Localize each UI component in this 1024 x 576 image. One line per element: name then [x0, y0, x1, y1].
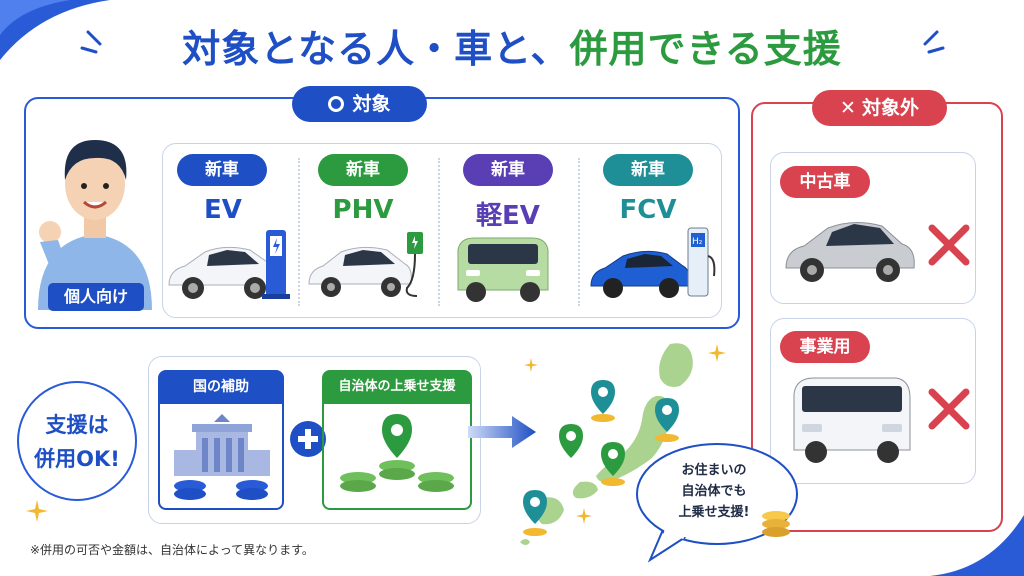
bubble-line-2: 自治体でも: [681, 484, 747, 499]
local-coins-with-pin-icon: [340, 414, 454, 492]
page-title: 対象となる人・車と、併用できる支援: [0, 18, 1024, 73]
sparkle-lines-left-icon: [80, 30, 102, 54]
map-pin-icon-5: [523, 490, 547, 536]
car-badge-kei-ev: 新車: [463, 154, 553, 186]
svg-text:H₂: H₂: [692, 237, 703, 247]
map-pin-icon-4: [601, 442, 625, 486]
car-divider-1: [298, 158, 300, 306]
car-image-kei-ev: [457, 237, 549, 302]
car-image-fcv: [590, 250, 690, 298]
bubble-line-1: お住まいの: [681, 463, 747, 478]
used-car-box: [770, 152, 976, 304]
car-image-ev: [168, 246, 278, 299]
excluded-label: 対象外: [861, 97, 919, 119]
not-eligible-x-icon-business: [928, 388, 970, 430]
excluded-label-pill: ✕対象外: [812, 90, 947, 126]
business-car-badge: 事業用: [780, 331, 870, 363]
combo-text-2: 併用OK!: [34, 447, 120, 471]
local-subsidy-header: 自治体の上乗せ支援: [322, 370, 472, 404]
person-label: 個人向け: [48, 283, 144, 311]
sparkle-icon-map-2: [524, 358, 538, 372]
car-badge-ev: 新車: [177, 154, 267, 186]
speech-bubble-text: お住まいの 自治体でも 上乗せ支援!: [648, 460, 780, 523]
target-label: 対象: [352, 93, 391, 115]
sparkle-lines-right-icon: [923, 30, 945, 54]
coin-stack-icon: [762, 511, 790, 537]
car-divider-2: [438, 158, 440, 306]
support-panel: [148, 356, 481, 524]
government-building-icon: [174, 414, 270, 500]
person-illustration: [38, 140, 152, 310]
charger-icon-ev: [262, 230, 290, 299]
map-pin-icon-3: [559, 424, 583, 458]
national-subsidy-header: 国の補助: [158, 370, 284, 404]
car-image-phv: [308, 246, 412, 297]
bubble-line-3: 上乗せ支援!: [678, 505, 750, 520]
footnote: ※併用の可否や金額は、自治体によって異なります。: [30, 543, 314, 557]
car-divider-3: [578, 158, 580, 306]
car-badge-fcv: 新車: [603, 154, 693, 186]
car-badge-phv: 新車: [318, 154, 408, 186]
cars-inner-panel: [162, 143, 722, 318]
plug-icon-phv: [405, 232, 423, 297]
sparkle-icon-map-3: [576, 508, 592, 524]
arrow-right-icon: [468, 416, 536, 448]
national-subsidy-box: [158, 404, 284, 510]
combo-text-1: 支援は: [45, 413, 109, 437]
corner-decoration-top-left: [0, 0, 110, 60]
map-pin-icon-2: [655, 398, 679, 442]
sparkle-icon-left: [26, 500, 48, 522]
corner-decoration-bottom-right: [930, 515, 1024, 576]
circle-icon: [328, 96, 345, 112]
car-name-kei-ev: 軽EV: [476, 201, 540, 231]
car-name-fcv: FCV: [619, 195, 677, 225]
business-car-box: [770, 318, 976, 484]
map-pin-icon-1: [591, 380, 615, 422]
combined-support-circle: 支援は 併用OK!: [17, 381, 137, 501]
business-van-image: [793, 377, 911, 463]
car-name-phv: PHV: [332, 195, 394, 225]
title-part-2: 併用できる支援: [569, 27, 842, 71]
car-name-ev: EV: [204, 195, 242, 225]
target-label-pill: 対象: [292, 86, 427, 122]
used-car-badge: 中古車: [780, 166, 870, 198]
not-eligible-x-icon-used: [928, 224, 970, 266]
cross-icon: ✕: [840, 97, 856, 119]
used-car-image: [785, 222, 915, 282]
title-part-1: 対象となる人・車と、: [182, 27, 570, 71]
hydrogen-station-icon: H₂: [687, 227, 716, 297]
local-subsidy-box: [322, 404, 472, 510]
plus-icon: [290, 421, 326, 457]
sparkle-icon-map-1: [708, 344, 726, 362]
speech-bubble-shape: [636, 443, 798, 563]
